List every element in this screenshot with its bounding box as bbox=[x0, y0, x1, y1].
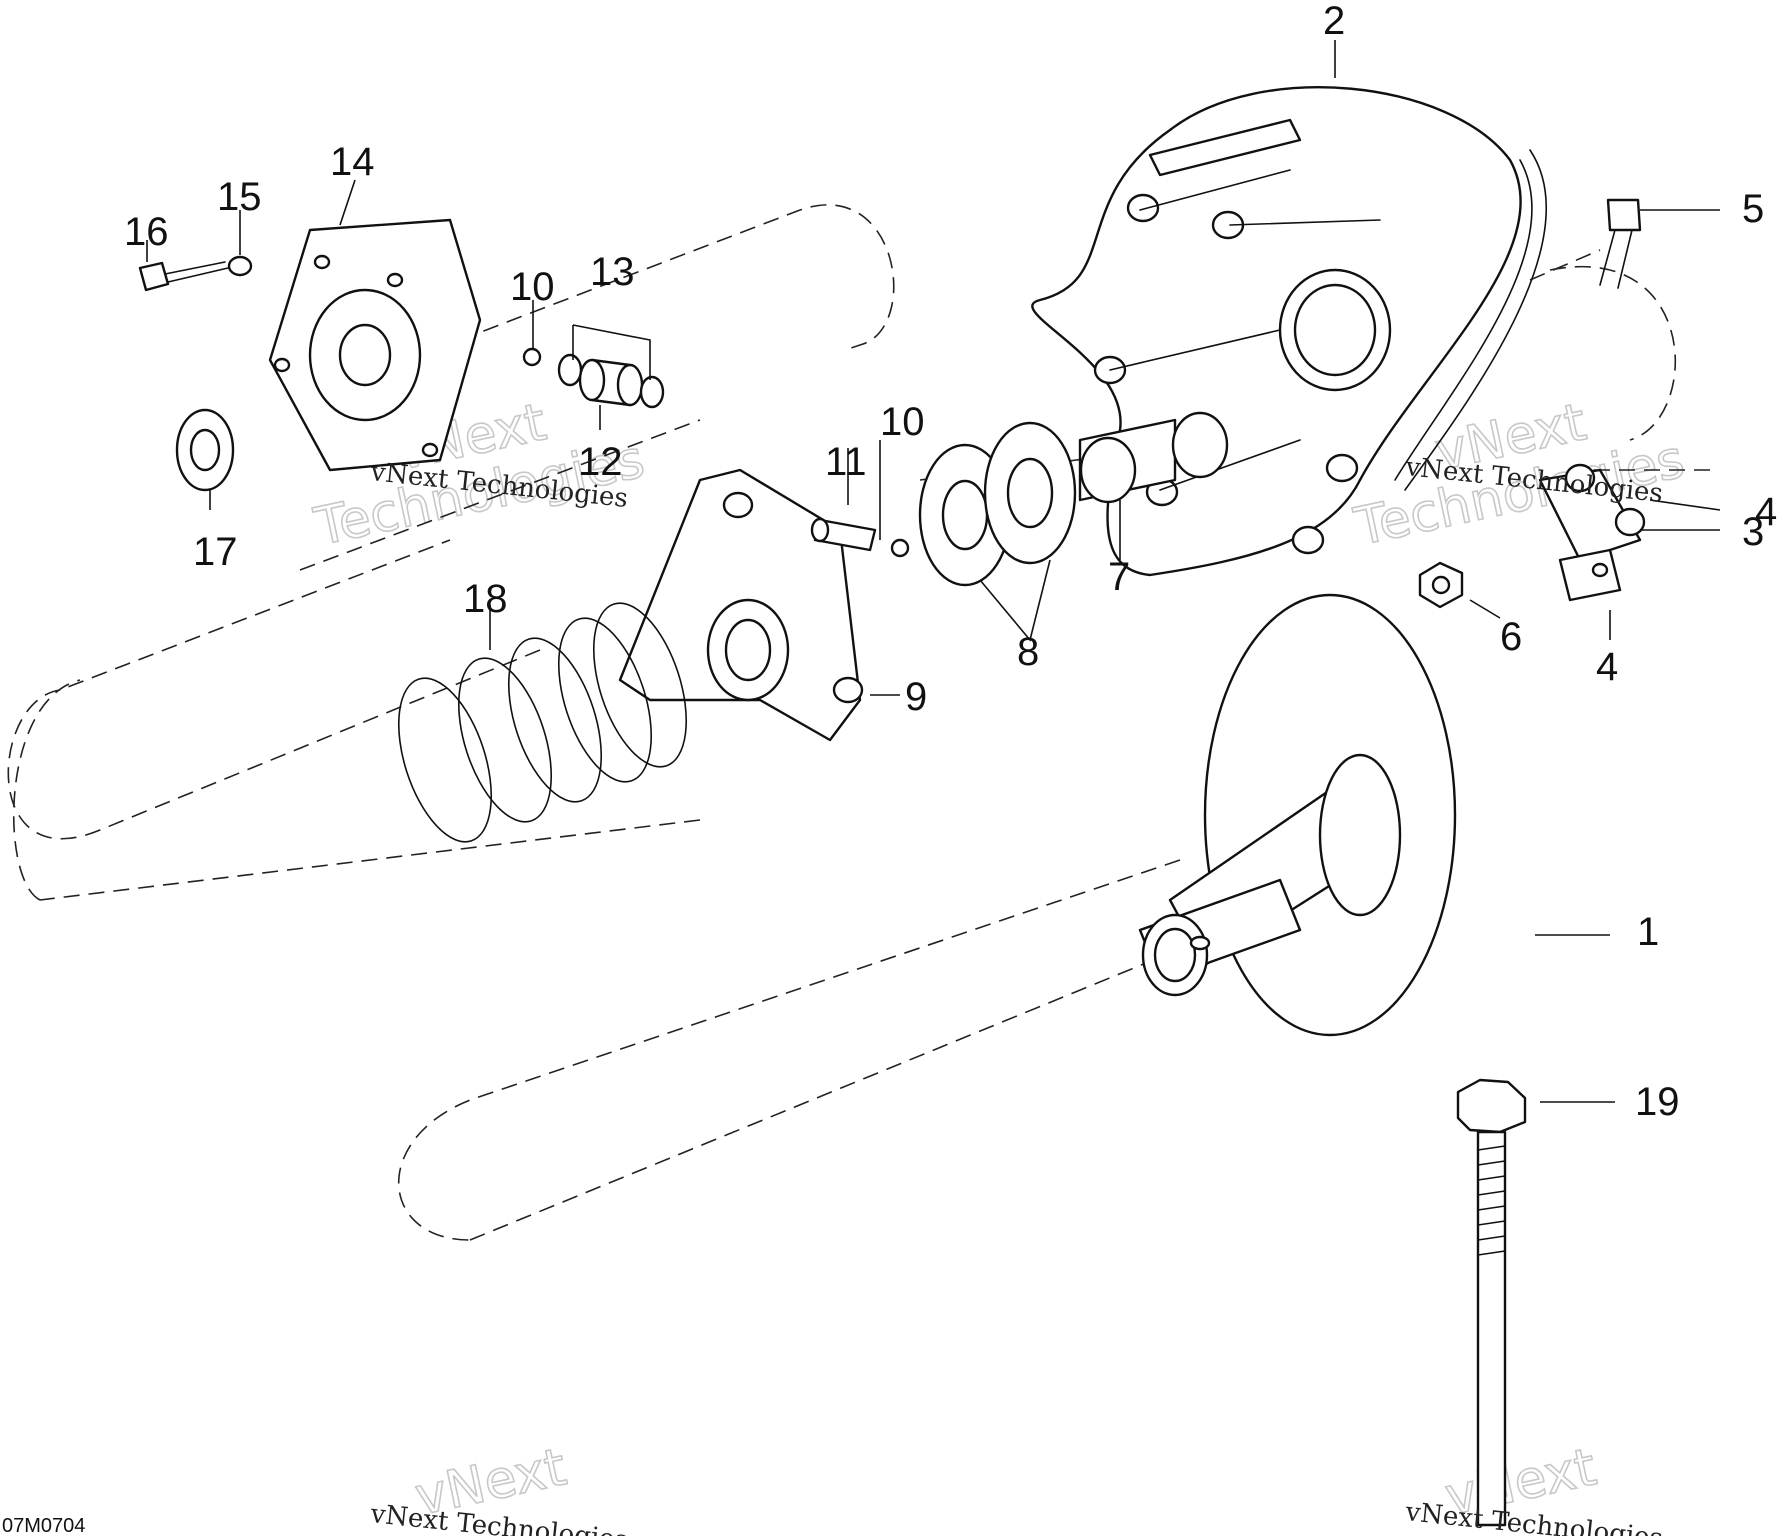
callout-10-left: 10 bbox=[510, 265, 555, 309]
part-12-13-roller-set bbox=[557, 353, 665, 409]
part-17-grommet bbox=[175, 408, 235, 492]
part-8-washers bbox=[918, 421, 1077, 587]
callout-8: 8 bbox=[1017, 630, 1039, 674]
part-6-nut bbox=[1418, 561, 1464, 609]
callout-5: 5 bbox=[1742, 187, 1764, 231]
part-10-bushing-right bbox=[890, 538, 910, 558]
part-1-sheave bbox=[1138, 593, 1457, 1037]
callout-19: 19 bbox=[1635, 1080, 1680, 1124]
callout-7: 7 bbox=[1108, 555, 1130, 599]
part-3-bracket bbox=[1538, 463, 1646, 562]
callout-3: 3 bbox=[1742, 510, 1764, 554]
callout-18: 18 bbox=[463, 577, 508, 621]
callout-16: 16 bbox=[124, 210, 169, 254]
part-18-spring bbox=[397, 602, 688, 843]
callout-12: 12 bbox=[578, 440, 623, 484]
drawing-code: 07M0704 bbox=[2, 1515, 85, 1536]
leader-lines bbox=[146, 40, 1721, 1103]
callout-11: 11 bbox=[825, 440, 867, 484]
callout-4-upper: 4 bbox=[1755, 490, 1777, 534]
callout-13: 13 bbox=[590, 250, 635, 294]
part-4-clip bbox=[1558, 548, 1622, 602]
callout-labels: 1 2 3 4 4 5 6 7 8 9 10 10 11 12 13 14 15… bbox=[124, 0, 1777, 1124]
callout-1: 1 bbox=[1637, 910, 1659, 954]
callout-17: 17 bbox=[193, 530, 238, 574]
watermark-outline-group: vNext Technologies vNext Technologies vN… bbox=[308, 392, 1690, 1529]
callout-2: 2 bbox=[1323, 0, 1345, 43]
part-16-bolt bbox=[138, 261, 229, 292]
part-10-bushing-left bbox=[522, 347, 542, 367]
assembly-path-dashed bbox=[7, 204, 1710, 1241]
part-9-spider bbox=[618, 468, 864, 742]
watermark-small-group: vNext Technologies vNext Technologies vN… bbox=[368, 452, 1664, 1536]
part-15-washer bbox=[227, 255, 253, 277]
part-5-screw bbox=[1599, 198, 1642, 289]
callout-4-lower: 4 bbox=[1596, 645, 1618, 689]
part-7-sleeve bbox=[1078, 411, 1229, 504]
callout-15: 15 bbox=[217, 175, 262, 219]
part-19-long-bolt bbox=[1456, 1078, 1527, 1527]
callout-6: 6 bbox=[1500, 615, 1522, 659]
part-11-pin bbox=[810, 517, 877, 552]
callout-10-right: 10 bbox=[880, 400, 925, 444]
callout-9: 9 bbox=[905, 675, 927, 719]
part-14-cover-plate bbox=[268, 218, 482, 472]
callout-14: 14 bbox=[330, 140, 375, 184]
